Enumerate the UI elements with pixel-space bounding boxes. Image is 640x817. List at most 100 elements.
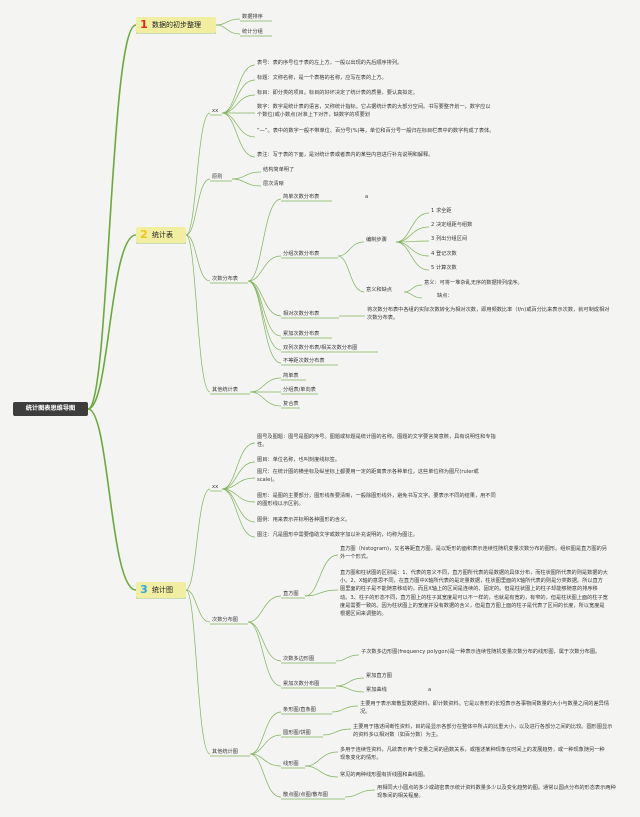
leaf-connector bbox=[221, 442, 256, 490]
leaf-connector bbox=[185, 589, 211, 755]
leaf-connector bbox=[247, 595, 282, 623]
principle-clear[interactable]: 层次清晰 bbox=[263, 181, 284, 187]
root-node[interactable]: 统计图表思维导图 bbox=[13, 402, 88, 416]
bivariate-freq-table[interactable]: 双列次数分布表/相关次数分布图 bbox=[283, 345, 358, 351]
histogram-vs-bar: 直方图和柱状图的区别是：1、代表的意义不同，直方图所代表的是数据的具体分布，而柱… bbox=[340, 570, 608, 618]
chart-elements-node[interactable]: xx bbox=[212, 484, 219, 490]
leaf-connector bbox=[395, 226, 430, 243]
chart-element-note[interactable]: 图注：凡是图形中需要借助文字或数字加以补充说明的，均称为图注。 bbox=[257, 532, 418, 538]
leaf-connector bbox=[231, 171, 262, 180]
step-5[interactable]: 5 计算次数 bbox=[431, 265, 457, 271]
leaf-connector bbox=[335, 677, 365, 687]
line-chart-node[interactable]: 线形图 bbox=[283, 761, 299, 767]
other-tables-node[interactable]: 其他统计表 bbox=[212, 387, 238, 393]
branch-1-label: 数据的初步整理 bbox=[152, 21, 201, 29]
leaf-connector bbox=[185, 234, 211, 393]
leaf-connector bbox=[247, 255, 282, 282]
steps-node[interactable]: 编制步骤 bbox=[366, 237, 387, 243]
leaf-connector bbox=[247, 280, 282, 317]
polygon-desc: 子次数多边形图(frequency polygon)是一种表示连续性随机变量次数… bbox=[361, 649, 601, 655]
leaf-connector bbox=[337, 255, 365, 293]
root-branch-2 bbox=[87, 234, 137, 410]
leaf-connector bbox=[221, 112, 256, 138]
poly-connector bbox=[335, 654, 360, 662]
step-2[interactable]: 2 决定组距与组数 bbox=[431, 222, 473, 228]
other-charts-node[interactable]: 其他统计图 bbox=[212, 749, 238, 755]
leaf-connector bbox=[249, 391, 282, 407]
branch-2-number: 2 bbox=[140, 228, 148, 241]
hist-connector bbox=[304, 589, 339, 597]
polygon-node[interactable]: 次数多边形图 bbox=[283, 656, 315, 662]
step-4[interactable]: 4 登记次数 bbox=[431, 251, 457, 257]
table-element-title[interactable]: 标题：文称名称，是一个表格的名称，应写在表的上方。 bbox=[257, 75, 387, 81]
chart-element-title[interactable]: 图号及图题：图号是图的序号。图题或标题是统计图的名称。图题的文字要言简意赅，具有… bbox=[257, 434, 496, 449]
leaf-connector bbox=[185, 589, 211, 623]
node-data-sort[interactable]: 数据排序 bbox=[242, 14, 263, 20]
leaf-connector bbox=[395, 212, 430, 243]
simple-table[interactable]: 简单表 bbox=[283, 373, 299, 379]
step-3[interactable]: 3 列出分组区间 bbox=[431, 236, 468, 242]
table-element-digits-cont[interactable]: “—”。表中的数字一般不带单位、百分号(%)等，单位和百分号一般归在标目栏表中的… bbox=[257, 128, 495, 134]
table-elements-node[interactable]: xx bbox=[212, 108, 219, 114]
scatter-node[interactable]: 散点图/点图/散布图 bbox=[283, 792, 328, 798]
leaf-connector bbox=[335, 685, 365, 693]
leaf-connector bbox=[337, 241, 365, 257]
relative-freq-table[interactable]: 相对次数分布表 bbox=[283, 311, 320, 317]
meaning-node[interactable]: 意义和缺点 bbox=[366, 287, 392, 293]
principle-simple[interactable]: 结构简单明了 bbox=[263, 167, 295, 173]
line-connector bbox=[304, 765, 339, 778]
leaf-connector bbox=[247, 198, 282, 282]
table-element-heading[interactable]: 标目：即分类的项目。标目的好坏决定了统计表的质量，要认真拟定。 bbox=[257, 90, 418, 96]
compound-table[interactable]: 复合表 bbox=[283, 401, 299, 407]
cumulative-curve-note: a bbox=[428, 687, 432, 693]
leaf-connector bbox=[247, 621, 282, 662]
chart-element-legend[interactable]: 图例：用来表示并标明各种图形的含义。 bbox=[257, 517, 351, 523]
hist-connector bbox=[304, 554, 339, 597]
leaf-connector bbox=[221, 64, 256, 114]
cumulative-curve[interactable]: 累加曲线 bbox=[366, 687, 387, 693]
leaf-connector bbox=[231, 178, 262, 187]
chart-element-graph[interactable]: 图形：是图的主要部分，图形线条要清晰，一般除图形线外，避免书写文字。要表示不同的… bbox=[257, 493, 496, 508]
simple-freq-table[interactable]: 简单次数分布表 bbox=[283, 194, 320, 200]
chart-element-scale[interactable]: 图尺：在统计图的横坐标及纵坐标上都要用一定的距离表示各种单位，这些单位称为图尺(… bbox=[257, 469, 479, 484]
leaf-connector bbox=[247, 280, 282, 351]
leaf-connector bbox=[185, 488, 211, 591]
unequal-freq-table[interactable]: 不等距次数分布表 bbox=[283, 358, 325, 364]
grouped-table[interactable]: 分组表/单向表 bbox=[283, 387, 316, 393]
leaf-connector bbox=[221, 112, 256, 158]
histogram-node[interactable]: 直方图 bbox=[283, 591, 299, 597]
pie-chart-node[interactable]: 圆形图/饼图 bbox=[283, 730, 311, 736]
meaning-pro[interactable]: 意义：可将一堆杂乱无序的数据排列成序。 bbox=[424, 280, 523, 286]
freq-table-node[interactable]: 次数分布表 bbox=[212, 276, 238, 282]
leaf-connector bbox=[249, 753, 282, 798]
leaf-connector bbox=[249, 377, 282, 393]
chart-element-label[interactable]: 图目：单位名称，也叫刻度线标签。 bbox=[257, 457, 341, 463]
scatter-desc: 用相同大小圆点的多少或疏密表示统计资料数量多少以及变化趋势的图。通常以圆点分布的… bbox=[377, 785, 616, 800]
leaf-connector bbox=[215, 24, 241, 35]
leaf-connector bbox=[395, 241, 430, 271]
bar-connector bbox=[331, 705, 359, 713]
leaf-connector bbox=[185, 178, 211, 236]
line-connector bbox=[304, 751, 339, 767]
group-freq-table[interactable]: 分组次数分布表 bbox=[283, 251, 320, 257]
bar-chart-node[interactable]: 条形图/直条图 bbox=[283, 707, 316, 713]
node-grouping[interactable]: 统计分组 bbox=[242, 29, 263, 35]
freq-chart-node[interactable]: 次数分布图 bbox=[212, 617, 238, 623]
table-element-digits[interactable]: 数字：数字是统计表的语言，又称统计指标。它占据统计表的大部分空间。书写要整齐划一… bbox=[257, 104, 491, 119]
cumulative-chart-node[interactable]: 累加次数分布图 bbox=[283, 681, 320, 687]
cumulative-histogram[interactable]: 累加直方图 bbox=[366, 673, 392, 679]
pie-chart-desc: 主要用于描述间断性资料，目的是显示各部分在整体中所占的比重大小，以及进行各部分之… bbox=[353, 724, 613, 739]
root-branch-1 bbox=[87, 24, 137, 410]
principle-node[interactable]: 原则 bbox=[212, 174, 223, 180]
table-element-number[interactable]: 表号：表的序号位于表的左上方，一般以出现的先后顺序排列。 bbox=[257, 60, 403, 66]
table-element-note[interactable]: 表注：写于表的下面，是对统计表或者表内的某些内容进行补充说明和解释。 bbox=[257, 152, 434, 158]
meaning-con[interactable]: 缺点： bbox=[437, 293, 453, 299]
leaf-connector bbox=[247, 280, 282, 364]
cumulative-freq-table[interactable]: 累加次数分布表 bbox=[283, 331, 320, 337]
root-branch-3 bbox=[87, 408, 137, 591]
step-1[interactable]: 1 求全距 bbox=[431, 208, 452, 214]
